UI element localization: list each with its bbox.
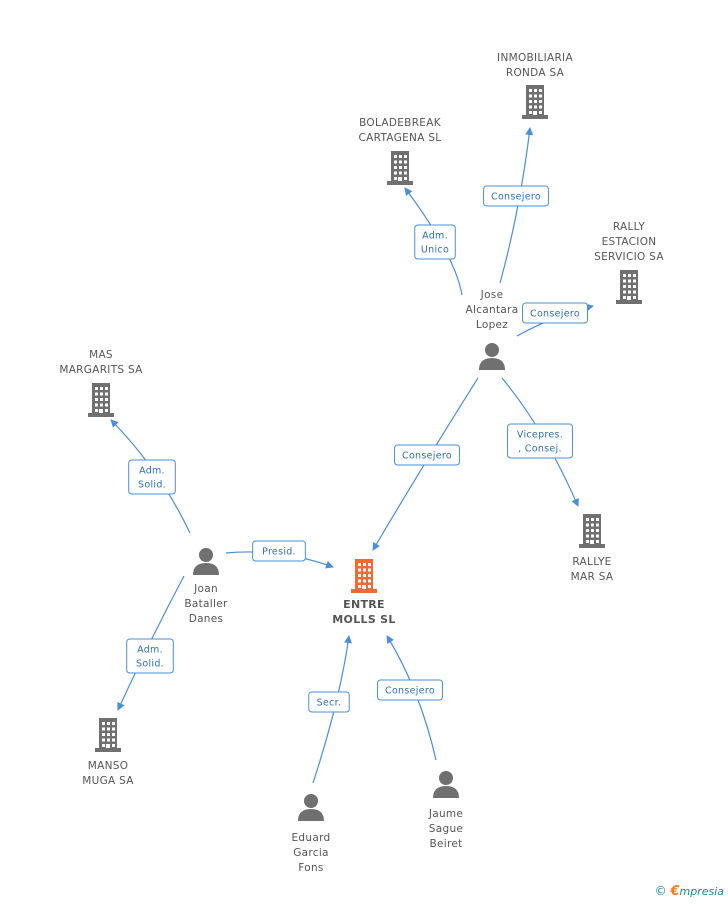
edge-label-text: Solid.	[136, 659, 164, 670]
building-icon	[88, 383, 114, 417]
node-label: Eduard	[292, 832, 331, 844]
node-label: Garcia	[293, 847, 329, 859]
node-label: MAR SA	[571, 571, 614, 583]
node-label: ENTRE	[343, 598, 385, 611]
footer-brand: © €mpresia	[655, 884, 724, 899]
node-label: Joan	[193, 583, 218, 595]
edge-label-jaume-entre[interactable]: Consejero	[377, 679, 443, 701]
building-icon	[351, 559, 377, 593]
edge-label-text: Secr.	[317, 698, 342, 709]
node-label: RALLY	[613, 221, 646, 233]
edge-label-text: Adm.	[422, 231, 448, 242]
brand-logo-initial: €	[670, 884, 680, 899]
edge-label-jose-inmobiliaria[interactable]: Consejero	[483, 185, 549, 207]
node-label: MUGA SA	[82, 775, 134, 787]
person-icon	[479, 343, 505, 370]
node-label: RALLYE	[572, 556, 611, 568]
node-label: Bataller	[184, 598, 228, 610]
edge-label-box	[507, 423, 573, 459]
edge-label-text: Vicepres.	[517, 430, 563, 441]
edge-label-text: Adm.	[137, 645, 163, 656]
node-label: CARTAGENA SL	[359, 132, 442, 144]
node-mas[interactable]: MAS MARGARITS SA	[59, 349, 143, 417]
edge-label-text: Presid.	[262, 547, 296, 558]
edge-label-jose-boladebreak[interactable]: Adm. Unico	[414, 224, 456, 260]
edge-label-text: Unico	[421, 245, 449, 256]
edge-label-text: , Consej.	[518, 444, 562, 455]
node-inmobiliaria[interactable]: INMOBILIARIA RONDA SA	[497, 52, 573, 119]
person-icon	[298, 794, 324, 821]
node-label: Lopez	[476, 319, 508, 331]
edge-label-text: Consejero	[491, 192, 541, 203]
edge-label-jose-rallye[interactable]: Vicepres. , Consej.	[507, 423, 573, 459]
edge-jose-inmobiliaria	[499, 127, 534, 284]
node-label: INMOBILIARIA	[497, 52, 573, 64]
edge-label-box	[308, 691, 350, 713]
edge-label-jose-entre[interactable]: Consejero	[394, 444, 460, 466]
edge-label-text: Consejero	[402, 451, 452, 462]
edge-label-text: Consejero	[385, 686, 435, 697]
building-icon	[616, 270, 642, 304]
edge-label-box	[126, 638, 174, 674]
node-label: Fons	[298, 862, 323, 874]
edge-label-jose-rally[interactable]: Consejero	[522, 302, 588, 324]
node-label: Alcantara	[466, 304, 519, 316]
edge-label-text: Adm.	[139, 466, 165, 477]
node-entre[interactable]: ENTRE MOLLS SL	[332, 559, 395, 626]
node-label: Sague	[429, 823, 463, 835]
edge-labels-layer: ConsejeroAdm.UnicoConsejeroConsejeroVice…	[126, 185, 588, 713]
node-label: Jaume	[428, 808, 463, 820]
brand-logo-text: mpresia	[679, 885, 724, 898]
node-label: RONDA SA	[506, 67, 565, 79]
edge-label-box	[394, 444, 460, 466]
edge-label-joan-mas[interactable]: Adm. Solid.	[128, 459, 176, 495]
edge-label-box	[522, 302, 588, 324]
node-boladebreak[interactable]: BOLADEBREAK CARTAGENA SL	[359, 117, 442, 185]
node-label: ESTACION	[602, 236, 657, 248]
copyright-symbol: ©	[654, 884, 667, 898]
edge-jose-entre	[372, 377, 479, 551]
edge-label-box	[252, 540, 306, 562]
node-label: Beiret	[429, 838, 462, 850]
edge-label-joan-manso[interactable]: Adm. Solid.	[126, 638, 174, 674]
edge-label-box	[128, 459, 176, 495]
edge-label-text: Consejero	[530, 309, 580, 320]
node-label: MAS	[89, 349, 113, 361]
nodes-layer: ENTRE MOLLS SL INMOBILIARIA RONDA SA BOLADEB…	[59, 52, 664, 874]
node-label: MANSO	[88, 760, 129, 772]
node-label: MOLLS SL	[332, 613, 395, 626]
node-label: Danes	[189, 613, 224, 625]
person-icon	[433, 771, 459, 798]
node-label: SERVICIO SA	[594, 251, 664, 263]
node-rally[interactable]: RALLY ESTACION SERVICIO SA	[594, 221, 664, 304]
building-icon	[579, 514, 605, 548]
building-icon	[387, 151, 413, 185]
building-icon	[95, 718, 121, 752]
edge-label-joan-entre[interactable]: Presid.	[252, 540, 306, 562]
person-icon	[193, 548, 219, 575]
building-icon	[522, 85, 548, 119]
edge-label-box	[377, 679, 443, 701]
edge-label-box	[483, 185, 549, 207]
node-rallye[interactable]: RALLYE MAR SA	[571, 514, 614, 583]
node-label: BOLADEBREAK	[359, 117, 442, 129]
node-manso[interactable]: MANSO MUGA SA	[82, 718, 134, 787]
node-label: MARGARITS SA	[59, 364, 143, 376]
edge-label-box	[414, 224, 456, 260]
edge-label-eduard-entre[interactable]: Secr.	[308, 691, 350, 713]
edge-label-text: Solid.	[138, 480, 166, 491]
node-label: Jose	[480, 289, 504, 301]
